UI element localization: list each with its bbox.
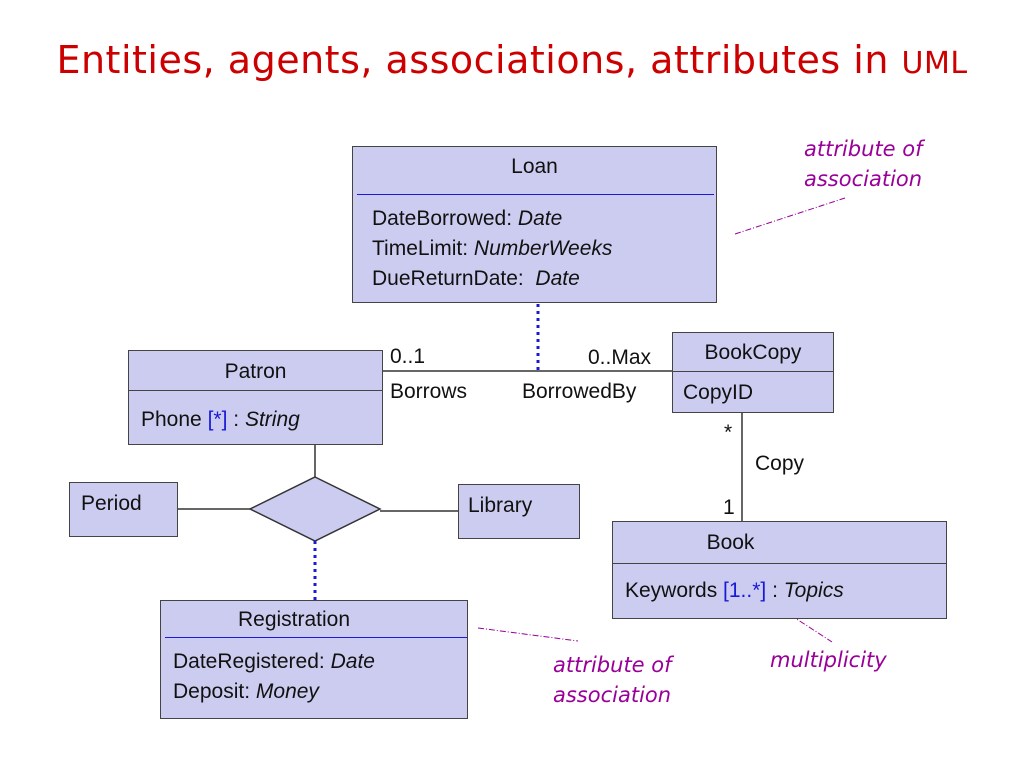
period-class-name: Period [81,492,142,515]
note-line-bottom [477,627,579,642]
borrows-left-multiplicity: 0..1 [390,345,426,368]
loan-attr-due-return-date: DueReturnDate: Date [372,267,580,290]
library-class: Library [458,484,580,539]
n-ary-association-diamond [248,476,382,542]
book-attr-keywords: Keywords [1..*] : Topics [625,579,844,602]
borrows-right-role: BorrowedBy [522,380,637,403]
library-class-name: Library [468,494,533,517]
loan-separator [357,194,714,195]
book-separator [613,563,946,564]
loan-class-name: Loan [511,155,558,178]
bookcopy-class-name: BookCopy [704,341,802,364]
title-text: Entities, agents, associations, attribut… [56,38,902,82]
note-multiplicity: multiplicity [770,648,887,672]
title-uml: UML [901,46,968,81]
loan-attr-date-borrowed: DateBorrowed: Date [372,207,563,230]
patron-class-name: Patron [224,360,287,383]
copy-bottom-multiplicity: 1 [723,496,735,519]
registration-attr-date-registered: DateRegistered: Date [173,650,375,673]
bookcopy-attr-copy-id: CopyID [683,381,754,404]
bookcopy-separator [673,371,833,372]
loan-attr-time-limit: TimeLimit: NumberWeeks [372,237,613,260]
period-class: Period [69,482,178,537]
note-attribute-of-association-bottom: attribute of association [553,653,672,707]
borrows-left-role: Borrows [390,380,468,403]
registration-separator [165,637,467,638]
note-attribute-of-association-top: attribute of association [804,137,923,191]
copy-top-multiplicity: * [724,421,733,444]
slide-title: Entities, agents, associations, attribut… [0,38,1024,82]
book-class-name: Book [706,531,755,554]
patron-attr-phone: Phone [*] : String [141,408,300,431]
loan-class: Loan DateBorrowed: Date TimeLimit: Numbe… [352,146,717,303]
registration-class: Registration DateRegistered: Date Deposi… [160,600,468,719]
patron-class: Patron Phone [*] : String [128,350,383,445]
patron-separator [129,390,382,391]
note-line-top [734,197,846,235]
registration-attr-deposit: Deposit: Money [173,680,319,703]
book-class: Book Keywords [1..*] : Topics [612,521,947,619]
copy-association-name: Copy [755,452,805,475]
borrows-right-multiplicity: 0..Max [588,346,652,369]
bookcopy-class: BookCopy CopyID [672,332,834,413]
registration-class-name: Registration [237,608,351,631]
